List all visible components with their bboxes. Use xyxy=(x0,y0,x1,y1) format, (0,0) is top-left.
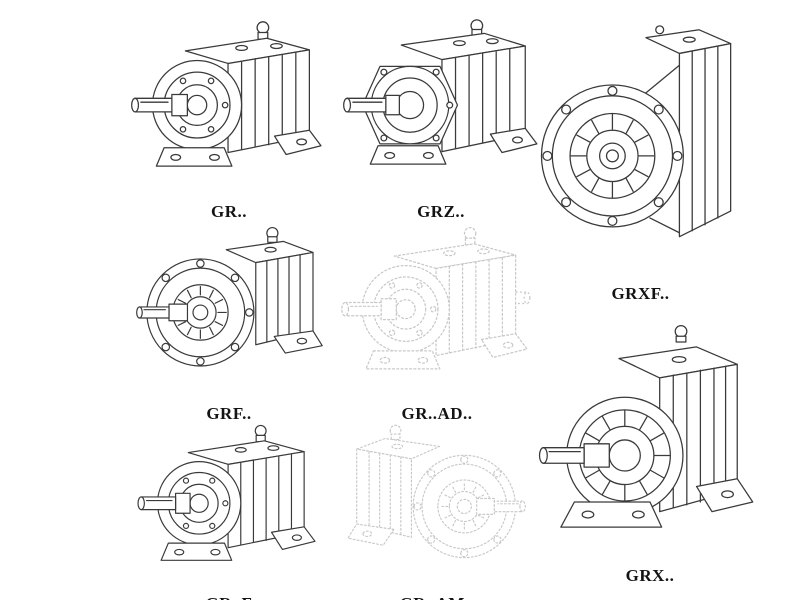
foot-mounted-gearbox-chamfered-drawing xyxy=(336,16,546,200)
product-grx: GRX.. xyxy=(530,312,770,586)
product-grz: GRZ.. xyxy=(336,16,546,222)
product-label: GRX.. xyxy=(625,566,675,585)
gearbox-with-input-adapter-ghost-drawing xyxy=(332,222,531,402)
large-flange-mounted-gearbox-drawing xyxy=(528,16,753,282)
gearbox-with-motor-adapter-ghost-drawing xyxy=(332,420,542,592)
output-shaft-stub xyxy=(515,291,531,305)
product-gr: GR.. xyxy=(124,16,334,222)
product-label: GR..F xyxy=(206,594,253,600)
product-grf: GRF.. xyxy=(124,222,334,424)
product-label: GRF.. xyxy=(206,404,252,423)
product-gr-am: GR..AM.. xyxy=(332,420,542,600)
product-gr-ad: GR..AD.. xyxy=(332,222,542,424)
product-label: GR..AD.. xyxy=(401,404,473,423)
product-label: GRXF.. xyxy=(611,284,670,303)
product-gr-f: GR..F xyxy=(124,420,334,600)
product-label: GRZ.. xyxy=(417,202,465,221)
product-grxf: GRXF.. xyxy=(528,16,753,304)
product-label: GR..AM.. xyxy=(400,594,475,600)
flange-mounted-gearbox-drawing xyxy=(124,222,334,402)
product-label: GR.. xyxy=(211,202,247,221)
foot-mounted-helical-gearbox-drawing xyxy=(124,420,334,592)
foot-mounted-helical-gearbox-drawing xyxy=(124,16,334,200)
large-foot-mounted-gearbox-drawing xyxy=(530,312,770,564)
